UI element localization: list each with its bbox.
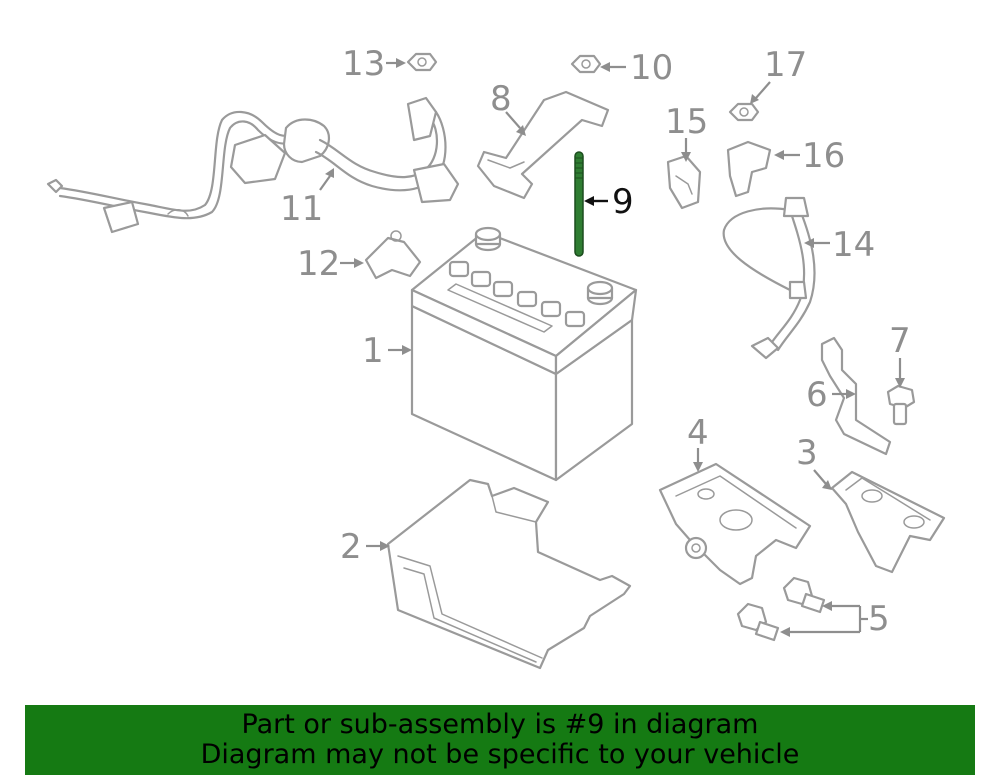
part-4-bracket[interactable] (658, 462, 812, 586)
callout-14: 14 (832, 225, 875, 265)
part-2-battery-tray[interactable] (386, 478, 632, 670)
callout-5: 5 (868, 599, 890, 639)
callout-12: 12 (297, 244, 340, 284)
part-17-nut[interactable] (728, 102, 760, 122)
part-13-nut[interactable] (406, 52, 438, 72)
callout-1: 1 (362, 331, 384, 371)
part-8-hold-down-bracket[interactable] (476, 90, 610, 200)
parts-diagram: 1 2 3 4 5 6 7 8 9 10 11 12 13 14 15 16 1… (46, 44, 946, 670)
part-3-bracket[interactable] (830, 470, 946, 574)
part-1-battery[interactable] (410, 226, 638, 482)
callout-3: 3 (796, 433, 818, 473)
part-15-terminal-clamp[interactable] (666, 154, 702, 210)
part-11-wiring-harness[interactable] (46, 96, 460, 234)
callout-10: 10 (630, 48, 673, 88)
callout-17: 17 (764, 45, 807, 85)
part-5-bolt-upper[interactable] (782, 576, 826, 614)
part-12-clip[interactable] (364, 230, 422, 280)
leader-lines (319, 58, 905, 637)
callout-16: 16 (802, 136, 845, 176)
callout-labels: 1 2 3 4 5 6 7 8 9 10 11 12 13 14 15 16 1… (280, 44, 911, 639)
info-banner: Part or sub-assembly is #9 in diagram Di… (25, 705, 975, 775)
banner-line-part-number: Part or sub-assembly is #9 in diagram (241, 709, 759, 740)
callout-8: 8 (490, 79, 512, 119)
callout-6: 6 (806, 375, 828, 415)
callout-9: 9 (612, 182, 634, 222)
part-9-hold-down-bolt[interactable] (574, 151, 584, 257)
callout-15: 15 (665, 102, 708, 142)
part-10-nut[interactable] (570, 54, 602, 74)
callout-4: 4 (687, 413, 709, 453)
callout-11: 11 (280, 189, 323, 229)
part-14-ground-cable[interactable] (722, 196, 816, 360)
part-7-bolt[interactable] (886, 384, 916, 426)
banner-line-disclaimer: Diagram may not be specific to your vehi… (200, 739, 800, 770)
callout-13: 13 (342, 44, 385, 84)
part-6-bracket[interactable] (820, 336, 892, 456)
part-5-bolt-lower[interactable] (736, 602, 780, 642)
callout-7: 7 (889, 321, 911, 361)
part-16-terminal[interactable] (726, 140, 772, 198)
callout-2: 2 (340, 527, 362, 567)
